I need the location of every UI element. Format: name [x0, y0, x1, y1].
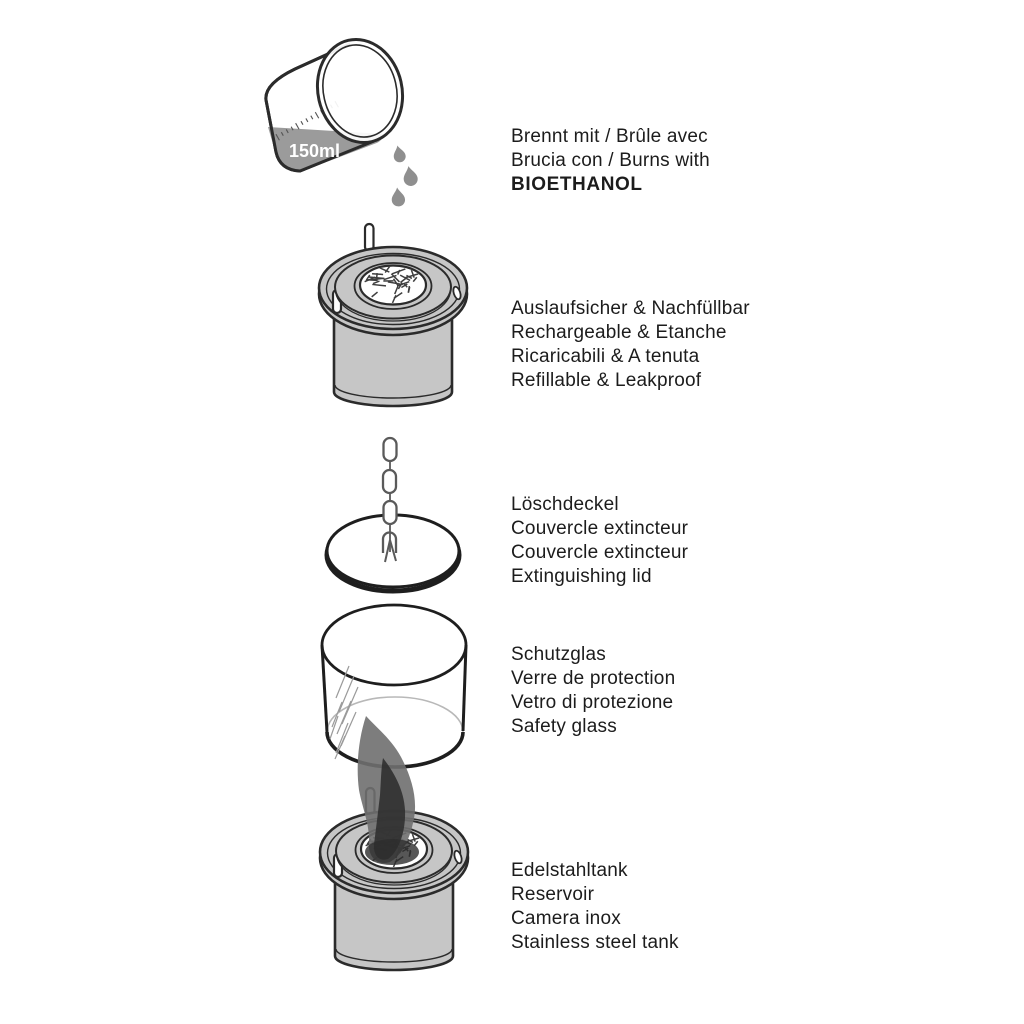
label-line: Vetro di protezione: [511, 692, 674, 713]
label-block-safety-glass: Schutzglas Verre de protection Vetro di …: [511, 643, 675, 739]
droplets-icon: [391, 145, 418, 207]
label-line: Edelstahltank: [511, 860, 628, 881]
glass-reflection: [329, 665, 359, 760]
label-line: Schutzglas: [511, 644, 606, 665]
label-line: Löschdeckel: [511, 494, 619, 515]
label-line: Verre de protection: [511, 668, 676, 689]
volume-label: 150ml: [289, 141, 340, 161]
burner-tank-illustration: [319, 224, 467, 406]
chain-icon: [381, 436, 398, 563]
flame-icon: [357, 716, 419, 865]
label-line: Brucia con / Burns with: [511, 150, 710, 171]
label-line: Reservoir: [511, 884, 595, 905]
label-line: Couvercle extincteur: [511, 518, 689, 539]
label-line: Ricaricabili & A tenuta: [511, 346, 700, 367]
label-line: Brennt mit / Brûle avec: [511, 126, 708, 147]
label-block-steel-tank: Edelstahltank Reservoir Camera inox Stai…: [511, 859, 679, 955]
label-line: Refillable & Leakproof: [511, 370, 702, 391]
label-line: Camera inox: [511, 908, 621, 929]
label-line: Stainless steel tank: [511, 932, 679, 953]
label-line: Rechargeable & Etanche: [511, 322, 727, 343]
measuring-cup-illustration: 150ml: [264, 37, 418, 207]
label-line: Couvercle extincteur: [511, 542, 689, 563]
extinguishing-lid-illustration: [324, 436, 462, 594]
label-line: Auslaufsicher & Nachfüllbar: [511, 298, 750, 319]
label-line: Extinguishing lid: [511, 566, 652, 587]
label-line: Safety glass: [511, 716, 617, 737]
label-block-extinguishing-lid: Löschdeckel Couvercle extincteur Couverc…: [511, 493, 688, 589]
label-block-leakproof: Auslaufsicher & Nachfüllbar Rechargeable…: [511, 297, 750, 393]
label-block-fuel: Brennt mit / Brûle avec Brucia con / Bur…: [511, 125, 710, 197]
safety-glass-illustration: [320, 603, 468, 769]
label-line-bioethanol: BIOETHANOL: [511, 174, 643, 195]
